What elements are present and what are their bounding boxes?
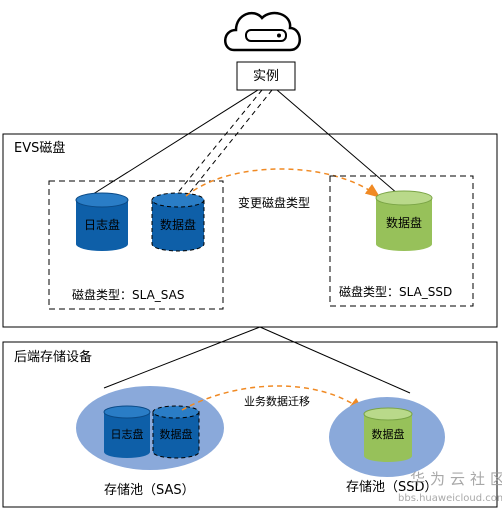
instance-label: 实例	[253, 69, 279, 84]
ssd-disk-group	[329, 175, 474, 307]
instance-to-ssd-data-disk-line	[276, 89, 399, 195]
sas-type-label: 磁盘类型：SLA_SAS	[72, 287, 184, 302]
instance-to-sas-data-disk-line	[174, 89, 263, 197]
backend-title: 后端存储设备	[14, 349, 92, 365]
change-type-label: 变更磁盘类型	[238, 195, 310, 210]
backend-storage-container	[2, 341, 498, 508]
pool-log-disk-icon	[103, 405, 151, 458]
evs-disk-container	[2, 133, 498, 328]
cloud-server-icon	[224, 11, 301, 52]
ssd-data-disk-icon	[375, 190, 433, 251]
data-migration-label: 业务数据迁移	[244, 394, 310, 408]
pool-sas-data-disk-label: 数据盘	[160, 427, 193, 441]
sas-data-disk-icon	[151, 192, 205, 252]
ssd-data-disk-label: 数据盘	[386, 215, 422, 230]
log-disk-icon	[75, 192, 129, 251]
ssd-pool-label: 存储池（SSD）	[346, 480, 438, 495]
ssd-type-label: 磁盘类型：SLA_SSD	[339, 284, 452, 299]
sas-disk-group	[48, 180, 224, 310]
data-migration-arrow	[181, 385, 365, 412]
sas-data-disk-label: 数据盘	[160, 217, 196, 232]
pool-log-disk-label: 日志盘	[111, 427, 144, 441]
pool-sas-data-disk-icon	[152, 405, 200, 459]
watermark-url: bbs.huaweicloud.com	[398, 493, 502, 504]
pool-ssd-data-disk-icon	[363, 407, 413, 462]
pool-ssd-data-disk-label: 数据盘	[372, 427, 405, 441]
change-type-arrow	[185, 168, 381, 198]
instance-box	[236, 61, 296, 91]
log-disk-label: 日志盘	[84, 217, 120, 232]
evs-to-sas-pool-line	[103, 326, 261, 389]
instance-to-log-disk-line	[89, 89, 259, 197]
sas-pool-label: 存储池（SAS）	[104, 483, 195, 498]
evs-title: EVS磁盘	[14, 140, 65, 156]
watermark-title: 华为云社区	[410, 470, 502, 488]
evs-to-ssd-pool-line	[259, 326, 411, 394]
instance-to-sas-data-disk-line-2	[186, 89, 273, 197]
